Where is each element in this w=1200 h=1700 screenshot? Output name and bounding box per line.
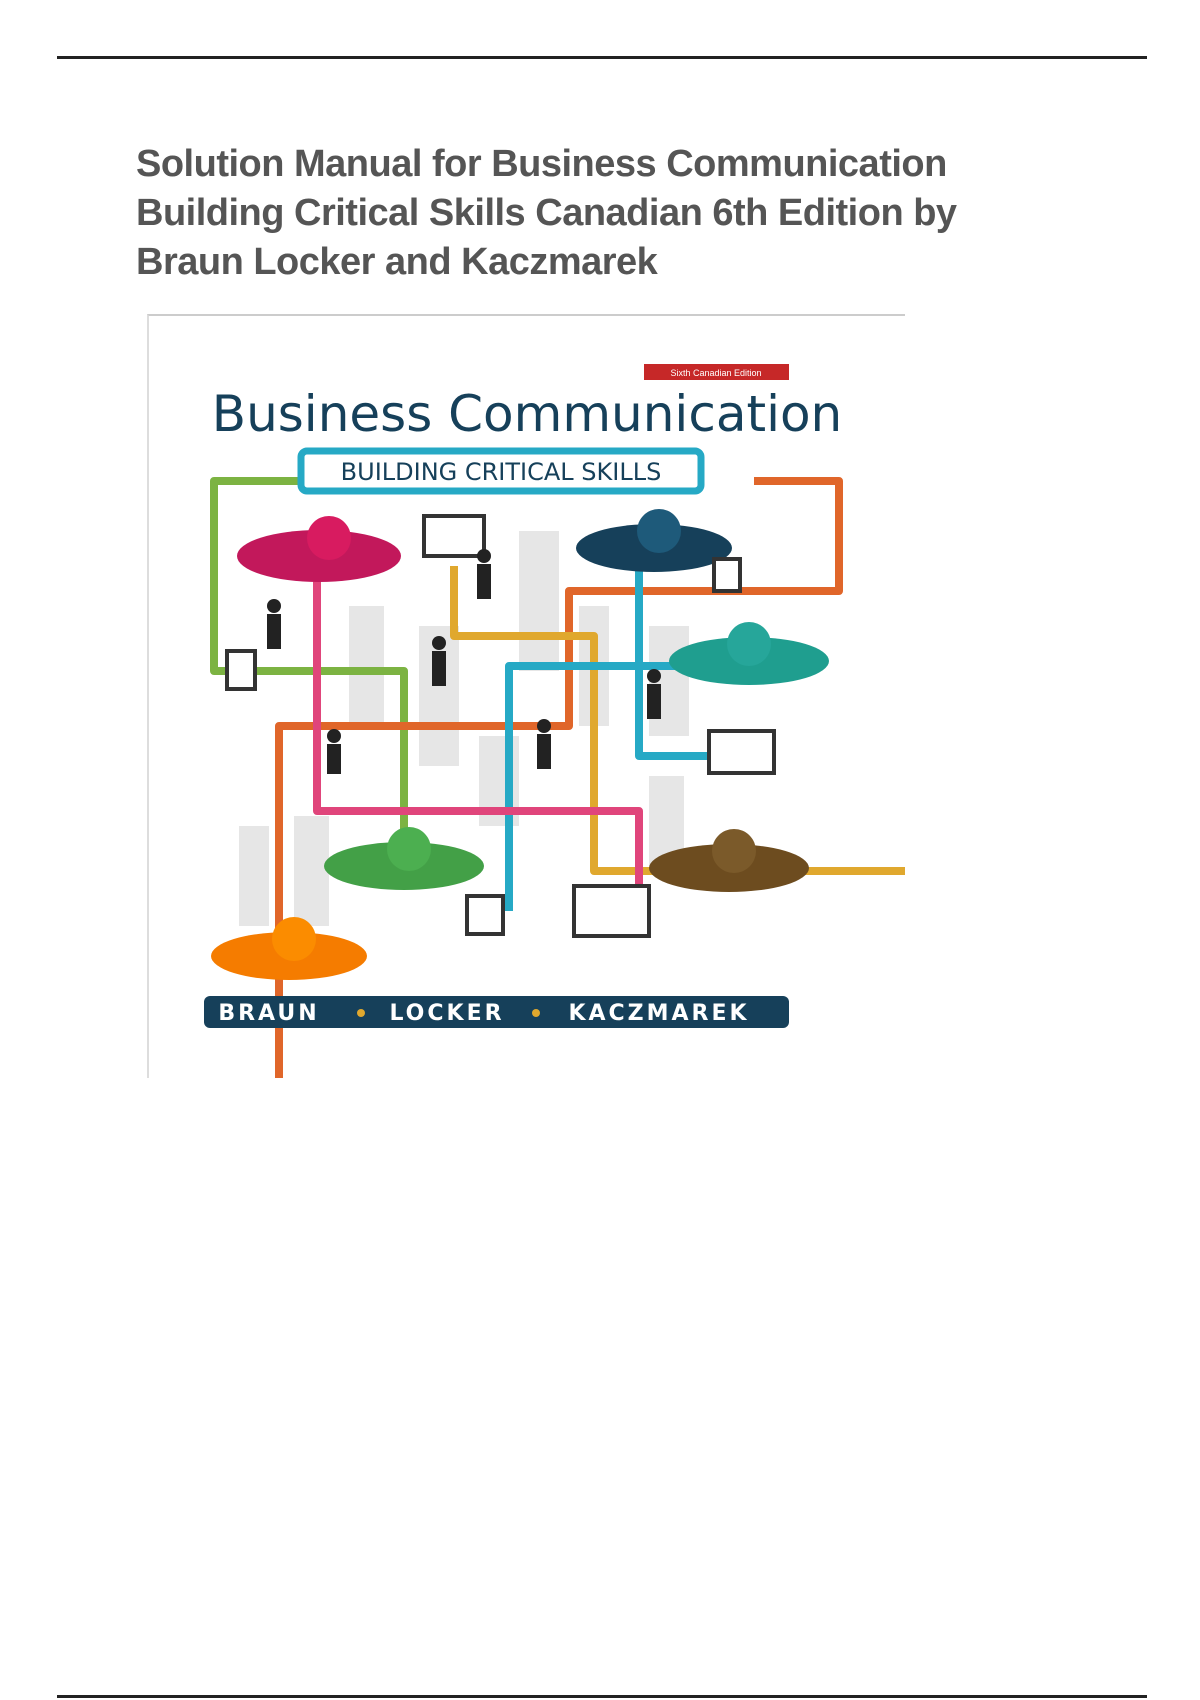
edition-badge: Sixth Canadian Edition [670, 368, 761, 378]
device-icons [225, 514, 776, 938]
cloud-icons [211, 509, 829, 980]
author-locker: LOCKER [389, 1001, 504, 1026]
teal-line-2 [505, 662, 739, 911]
header-rule [57, 56, 1147, 59]
footer-rule [57, 1695, 1147, 1698]
authors-bar [204, 996, 789, 1028]
book-cover-image: Sixth Canadian Edition Business Communic… [147, 314, 905, 1078]
pink-line [313, 566, 643, 911]
author-kaczmarek: KACZMAREK [568, 1001, 749, 1026]
people-icons [267, 549, 661, 774]
cover-title: Business Communication [212, 385, 842, 443]
cover-subtitle: BUILDING CRITICAL SKILLS [341, 458, 662, 486]
document-title: Solution Manual for Business Communicati… [136, 143, 957, 283]
orange-line-top [275, 477, 843, 1078]
edition-badge-bg [644, 364, 789, 380]
author-braun: BRAUN [218, 1001, 319, 1026]
